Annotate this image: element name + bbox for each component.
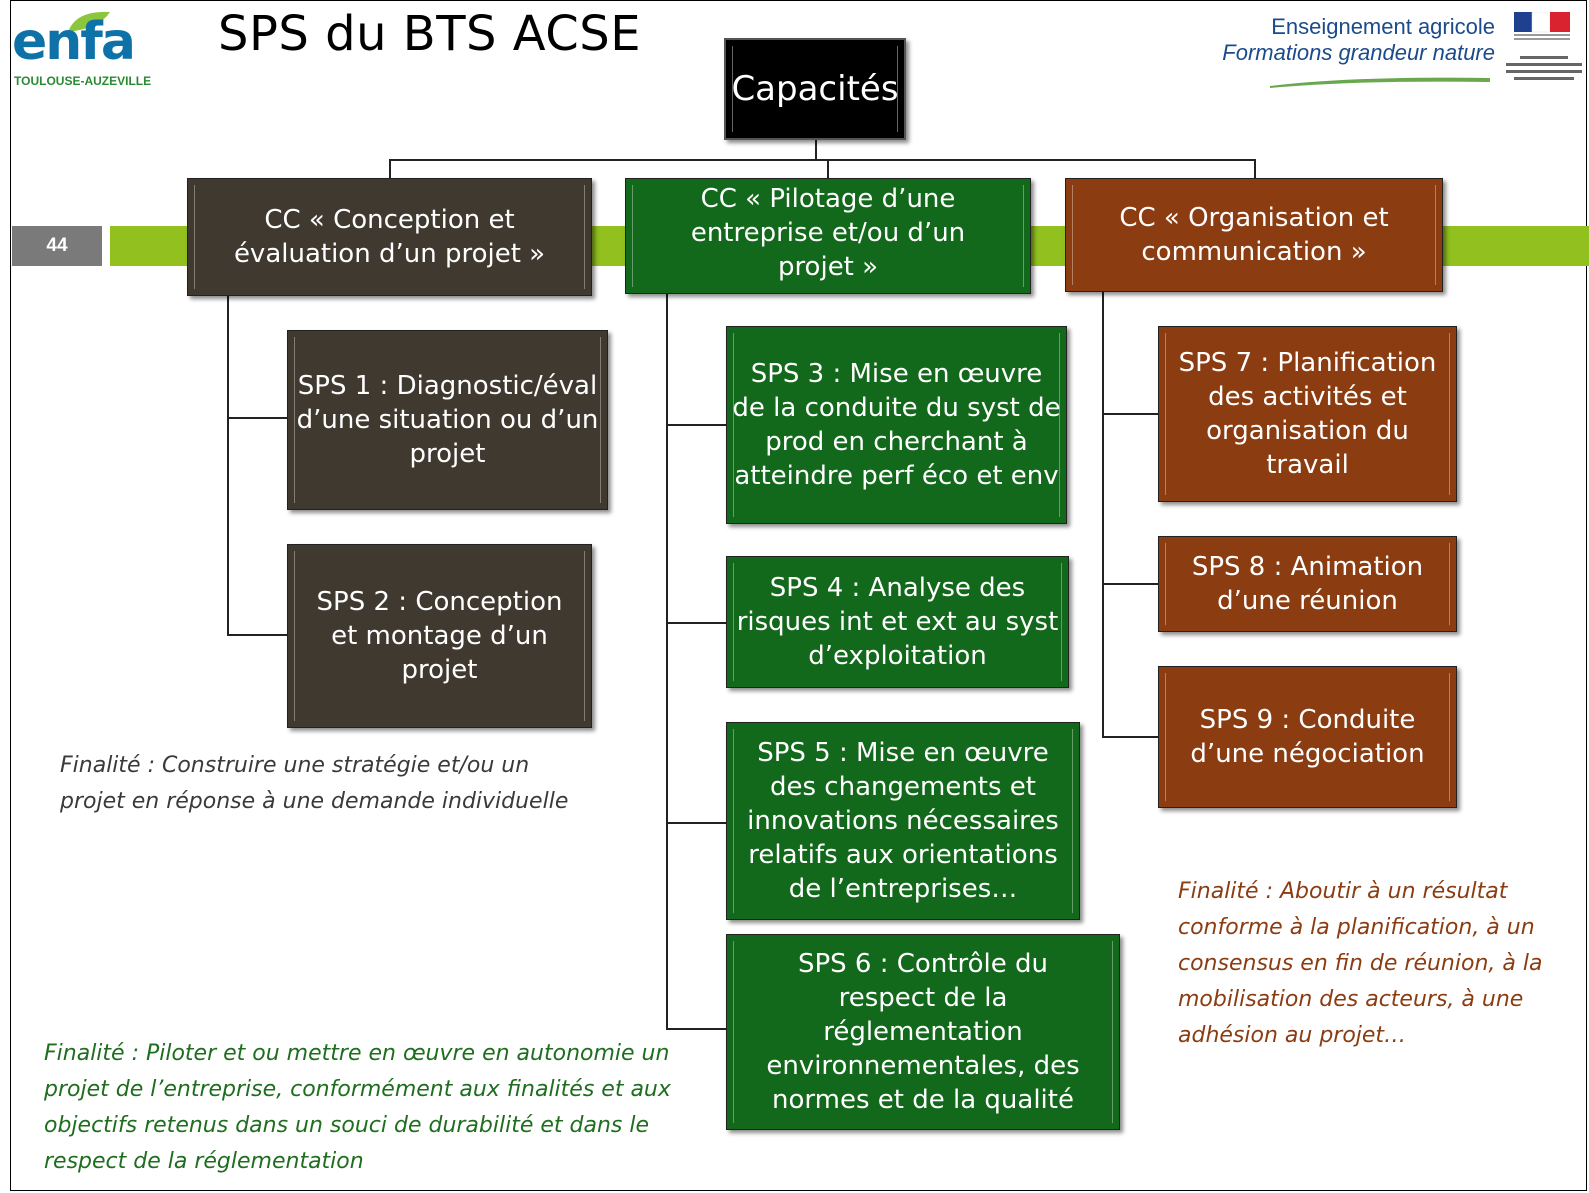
sps-7-label: SPS 7 : Planification des activités et o…	[1178, 348, 1437, 480]
marianne-flag-icon	[1514, 12, 1570, 40]
logo-subtitle: TOULOUSE-AUZEVILLE	[14, 74, 152, 88]
ens-line-1: Enseignement agricole	[1271, 14, 1495, 39]
connector-cc1	[389, 159, 391, 179]
root-node: Capacités	[724, 38, 906, 140]
brush-stroke-icon	[1270, 77, 1490, 88]
sps-9-label: SPS 9 : Conduite d’une négociation	[1190, 705, 1425, 769]
sps-5-label: SPS 5 : Mise en œuvre des changements et…	[747, 738, 1059, 904]
branch-sps1	[227, 417, 289, 419]
branch-col3-vertical	[1102, 292, 1104, 738]
slide-frame	[10, 0, 1587, 1191]
sps-9: SPS 9 : Conduite d’une négociation	[1158, 666, 1457, 808]
root-label: Capacités	[731, 69, 899, 109]
logo-word: enfa	[12, 12, 136, 72]
cc-organisation-label: CC « Organisation et communication »	[1119, 203, 1389, 267]
branch-sps9	[1102, 736, 1160, 738]
sps-2-label: SPS 2 : Conception et montage d’un proje…	[316, 587, 563, 685]
connector-cc2	[827, 159, 829, 179]
sps-4: SPS 4 : Analyse des risques int et ext a…	[726, 556, 1069, 688]
branch-sps3	[666, 424, 728, 426]
sps-3-label: SPS 3 : Mise en œuvre de la conduite du …	[732, 359, 1061, 491]
cc-conception-label: CC « Conception et évaluation d’un proje…	[233, 205, 546, 269]
page-number: 44	[12, 226, 102, 266]
sps-4-label: SPS 4 : Analyse des risques int et ext a…	[736, 573, 1059, 671]
sps-8: SPS 8 : Animation d’une réunion	[1158, 536, 1457, 632]
cc-organisation: CC « Organisation et communication »	[1065, 178, 1443, 292]
ministry-text-icon	[1506, 56, 1582, 80]
sps-5: SPS 5 : Mise en œuvre des changements et…	[726, 722, 1080, 920]
branch-sps8	[1102, 583, 1160, 585]
connector-cc3	[1254, 159, 1256, 179]
finalite-pilotage: Finalité : Piloter et ou mettre en œuvre…	[44, 1041, 671, 1174]
cc-pilotage-label: CC « Pilotage d’une entreprise et/ou d’u…	[690, 184, 966, 282]
sps-1: SPS 1 : Diagnostic/éval d’une situation …	[287, 330, 608, 510]
branch-sps5	[666, 822, 728, 824]
cc-conception: CC « Conception et évaluation d’un proje…	[187, 178, 592, 296]
enfa-logo: enfa TOULOUSE-AUZEVILLE	[12, 11, 172, 92]
connector-horizontal	[389, 159, 1256, 161]
enseignement-agricole-logo: Enseignement agricole Formations grandeu…	[1222, 14, 1495, 66]
sps-2: SPS 2 : Conception et montage d’un proje…	[287, 544, 592, 728]
finalite-organisation: Finalité : Aboutir à un résultat conform…	[1178, 879, 1543, 1048]
sps-7: SPS 7 : Planification des activités et o…	[1158, 326, 1457, 502]
ens-line-2: Formations grandeur nature	[1222, 40, 1495, 65]
branch-sps7	[1102, 413, 1160, 415]
leaf-icon	[68, 11, 110, 32]
sps-6: SPS 6 : Contrôle du respect de la réglem…	[726, 934, 1120, 1130]
cc-pilotage: CC « Pilotage d’une entreprise et/ou d’u…	[625, 178, 1031, 294]
sps-8-label: SPS 8 : Animation d’une réunion	[1191, 552, 1424, 616]
branch-sps2	[227, 634, 289, 636]
connector-root-down	[815, 138, 817, 160]
slide-title: SPS du BTS ACSE	[218, 6, 642, 62]
ministry-logo	[1502, 12, 1582, 104]
branch-col1-vertical	[227, 294, 229, 636]
sps-1-label: SPS 1 : Diagnostic/éval d’une situation …	[296, 371, 599, 469]
branch-sps6	[666, 1028, 728, 1030]
branch-sps4	[666, 622, 728, 624]
branch-col2-vertical	[666, 292, 668, 1030]
sps-6-label: SPS 6 : Contrôle du respect de la réglem…	[766, 949, 1080, 1115]
finalite-conception: Finalité : Construire une stratégie et/o…	[60, 753, 569, 814]
sps-3: SPS 3 : Mise en œuvre de la conduite du …	[726, 326, 1067, 524]
